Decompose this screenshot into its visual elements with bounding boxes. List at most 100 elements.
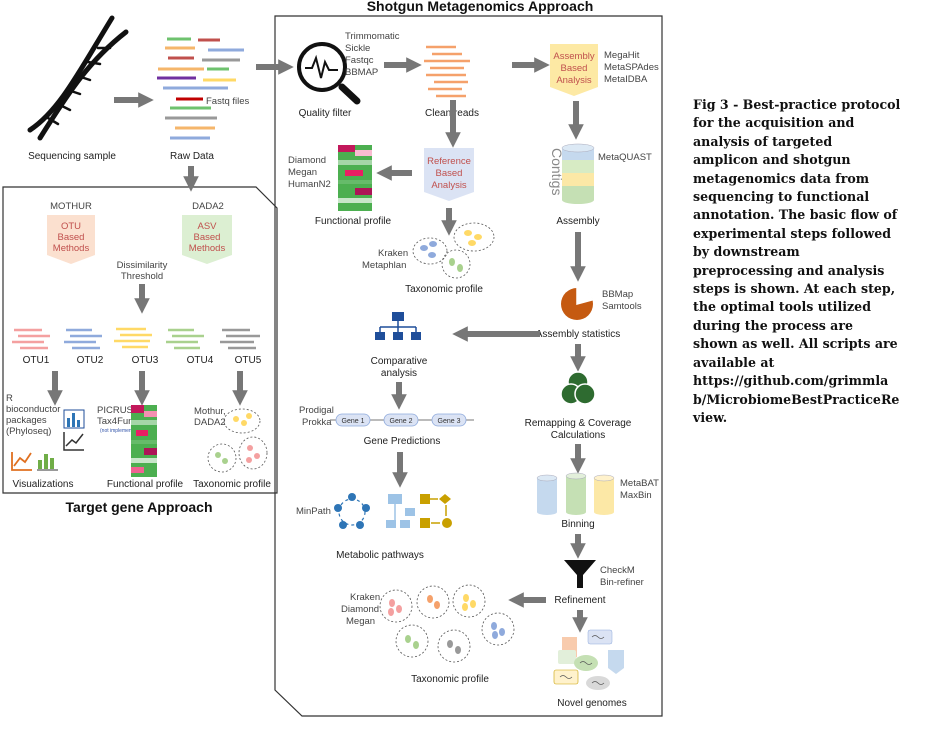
qc-tool: Fastqc — [345, 55, 374, 66]
line-chart-icon — [63, 432, 84, 451]
bar-chart-icon — [63, 409, 85, 429]
functional-tool: Megan — [288, 167, 317, 178]
assembly-tool: MetaSPAdes — [604, 62, 659, 73]
taxonomy-clusters-icon — [207, 408, 268, 473]
kraken-tool: Metaphlan — [362, 260, 406, 271]
functional-tool: Diamond — [288, 155, 326, 166]
tax-tool: Kraken — [350, 592, 380, 603]
shotgun-panel — [274, 15, 663, 717]
gene-label: Gene 2 — [390, 418, 413, 425]
asv-box-line: ASV — [197, 221, 217, 232]
caption-line: sequencing to functional — [693, 189, 870, 205]
caption-line: b/MicrobiomeBestPracticeRe — [693, 391, 900, 407]
r-tools-label: (Phyloseq) — [6, 426, 51, 437]
assembly-box-line: Based — [561, 63, 588, 74]
gene-tool: Prodigal — [299, 405, 334, 416]
raw-reads-icon — [157, 37, 244, 140]
r-tools-label: bioconductor — [6, 404, 60, 415]
caption-line: during the process are — [693, 317, 853, 333]
bins-database-icon — [536, 472, 615, 515]
dissimilarity-label: Threshold — [121, 271, 163, 282]
metaquast-label: MetaQUAST — [598, 152, 652, 163]
reference-box-line: Based — [436, 168, 463, 179]
reference-analysis-box — [424, 148, 474, 201]
otu-label: OTU4 — [187, 355, 214, 366]
taxonomic-profile-label: Taxonomic profile — [411, 674, 489, 685]
r-tools-label: packages — [6, 415, 47, 426]
heatmap-icon — [338, 145, 372, 211]
caption-line: annotation. The basic flow of — [693, 207, 898, 223]
sequencing-sample-label: Sequencing sample — [28, 151, 116, 162]
qc-tool: Sickle — [345, 43, 370, 54]
asv-box-line: Methods — [189, 243, 226, 254]
tax-tool: Diamond — [341, 604, 379, 615]
asv-box-line: Based — [194, 232, 221, 243]
functional-profile-label: Functional profile — [315, 216, 392, 227]
assembly-box-line: Analysis — [556, 75, 592, 86]
reference-box-line: Analysis — [431, 180, 467, 191]
caption-line: amplicon and shotgun — [693, 152, 851, 168]
caption-line: the optimal tools utilized — [693, 299, 872, 315]
refinement-label: Refinement — [554, 595, 605, 606]
binning-tool: MetaBAT — [620, 478, 659, 489]
reference-box-line: Reference — [427, 156, 471, 167]
trend-chart-icon — [11, 452, 32, 471]
caption-line: preprocessing and analysis — [693, 262, 885, 278]
remapping-label: Remapping & Coverage — [525, 418, 632, 429]
mothur-dada2-label: DADA2 — [194, 417, 226, 428]
mothur-label: MOTHUR — [50, 201, 92, 212]
otu-clusters-icon — [12, 327, 260, 350]
gene-label: Gene 1 — [342, 418, 365, 425]
caption-line: by downstream — [693, 244, 800, 260]
not-implemented-label: (not implemented) — [100, 428, 141, 434]
stats-tool: Samtools — [602, 301, 642, 312]
comparative-analysis-label: analysis — [381, 368, 417, 379]
qc-tool: Trimmomatic — [345, 31, 400, 42]
heatmap-icon — [131, 405, 157, 477]
magnifier-icon — [297, 42, 361, 105]
taxonomic-profile-label: Taxonomic profile — [405, 284, 483, 295]
assembly-box-line: Assembly — [553, 51, 594, 62]
flowchart-icon — [386, 494, 415, 528]
functional-tool: HumanN2 — [288, 179, 331, 190]
figure-caption: Fig 3 - Best-practice protocol for the a… — [693, 96, 921, 427]
refine-tool: Bin-refiner — [600, 577, 644, 588]
hierarchy-icon — [375, 312, 421, 340]
cluster-dots-icon — [420, 230, 482, 272]
dada2-label: DADA2 — [192, 201, 224, 212]
caption-line: view. — [693, 409, 728, 425]
mothur-dada2-label: Mothur, — [194, 406, 226, 417]
otu-label: OTU5 — [235, 355, 262, 366]
taxonomic-profile-label: Taxonomic profile — [193, 479, 271, 490]
taxonomy-clusters-icon — [379, 584, 515, 663]
visualizations-label: Visualizations — [13, 479, 74, 490]
target-title: Target gene Approach — [65, 499, 212, 515]
assembly-label: Assembly — [556, 216, 599, 227]
assembly-tool: MetaIDBA — [604, 74, 648, 85]
stats-tool: BBMap — [602, 289, 633, 300]
genome-cards-icon — [553, 629, 624, 690]
gene-label: Gene 3 — [438, 418, 461, 425]
gene-predictions-label: Gene Predictions — [364, 436, 441, 447]
contigs-database-icon — [561, 143, 595, 204]
caption-line: for the acquisition and — [693, 115, 855, 131]
assembly-statistics-label: Assembly statistics — [536, 329, 620, 340]
assembly-tool: MegaHit — [604, 50, 640, 61]
cluster-dots-icon — [215, 413, 260, 464]
clean-reads-icon — [424, 45, 470, 98]
otu-label: OTU2 — [77, 355, 104, 366]
binning-tool: MaxBin — [620, 490, 652, 501]
dna-icon — [27, 15, 129, 141]
otu-box-line: OTU — [61, 221, 81, 232]
otu-methods-box — [47, 215, 95, 264]
novel-genomes-label: Novel genomes — [557, 698, 626, 709]
caption-line: shown as well. All scripts are — [693, 336, 898, 352]
caption-line: available at — [693, 354, 775, 370]
remapping-label: Calculations — [551, 430, 605, 441]
comparative-analysis-label: Comparative — [371, 356, 428, 367]
raw-data-label: Raw Data — [170, 151, 214, 162]
otu-label: OTU1 — [23, 355, 50, 366]
minpath-label: MinPath — [296, 506, 331, 517]
venn-icon — [560, 371, 596, 405]
